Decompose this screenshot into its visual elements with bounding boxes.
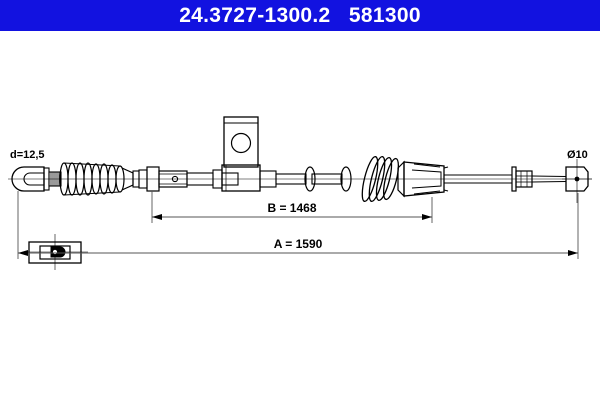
spring-clip-connector (397, 160, 449, 198)
adjuster-nut (511, 166, 533, 192)
protective-bellows (59, 162, 134, 196)
page-title: 24.3727-1300.2 581300 (179, 4, 421, 27)
spring-coil (361, 155, 400, 203)
dimension-b: B = 1468 (151, 191, 433, 223)
detail-view-end-fitting (23, 234, 88, 270)
cable-casing-section-2 (259, 166, 352, 192)
mounting-bracket (221, 116, 261, 192)
cable-assembly (8, 116, 592, 203)
right-end-fitting (562, 159, 592, 203)
label-right-diameter: Ø10 (567, 149, 588, 161)
dimension-a: A = 1590 (17, 191, 579, 259)
dimension-a-label: A = 1590 (274, 237, 323, 251)
drawing-canvas: d=12,5 Ø10 B = 1468 (0, 31, 600, 400)
cable-technical-drawing: d=12,5 Ø10 B = 1468 (8, 116, 592, 270)
header-bar: 24.3727-1300.2 581300 (0, 0, 600, 31)
cable-ferrule (48, 171, 62, 187)
label-left-diameter: d=12,5 (10, 149, 45, 161)
threaded-rod (531, 175, 567, 183)
cable-rod-section (444, 174, 512, 184)
dimension-b-label: B = 1468 (267, 201, 316, 215)
